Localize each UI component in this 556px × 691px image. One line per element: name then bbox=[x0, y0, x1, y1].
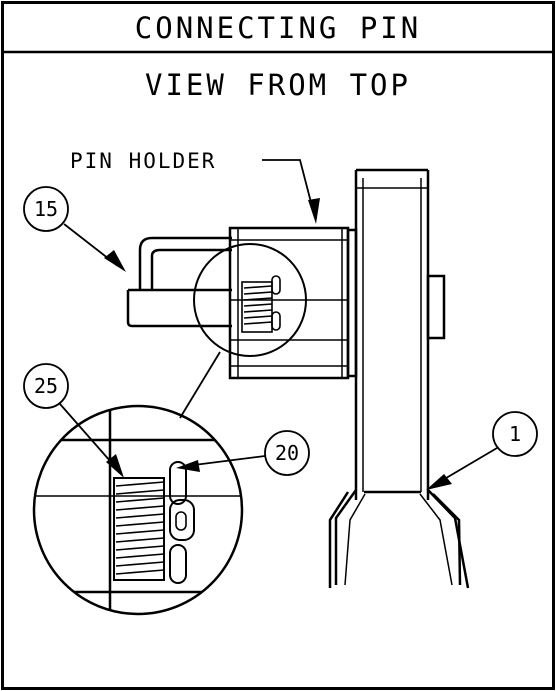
callout-15: 15 bbox=[23, 186, 126, 272]
spring-small bbox=[241, 275, 281, 333]
page-title: CONNECTING PIN bbox=[135, 11, 421, 45]
callout-20: 20 bbox=[176, 430, 310, 476]
leader-pin-holder bbox=[262, 159, 320, 224]
detail-circle-small bbox=[193, 243, 307, 357]
callout-20-number: 20 bbox=[275, 441, 299, 465]
callout-25-number: 25 bbox=[34, 374, 58, 398]
callout-25: 25 bbox=[23, 363, 124, 478]
label-pin-holder: PIN HOLDER bbox=[70, 149, 216, 173]
callout-1: 1 bbox=[426, 411, 538, 490]
frame-part-1 bbox=[328, 168, 470, 589]
callout-1-number: 1 bbox=[509, 422, 521, 446]
connecting-pin bbox=[126, 236, 232, 328]
pin-holder bbox=[228, 226, 358, 380]
callout-15-number: 15 bbox=[34, 197, 58, 221]
view-subtitle: VIEW FROM TOP bbox=[145, 68, 411, 102]
detail-magnified bbox=[32, 404, 244, 616]
detail-leader bbox=[179, 351, 221, 419]
